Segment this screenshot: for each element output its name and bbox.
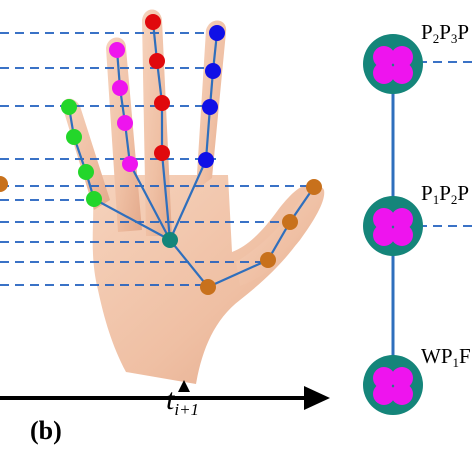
- joint-ring: [154, 95, 170, 111]
- node-label-subscript: 1: [452, 355, 460, 370]
- joint-middle: [109, 42, 125, 58]
- joint-middle: [122, 156, 138, 172]
- node-label-symbol: P: [457, 181, 470, 205]
- graph-node-label-middle: P1P2P: [421, 181, 470, 207]
- node-label-symbol: P: [439, 20, 451, 44]
- graph-node-member: [391, 224, 413, 246]
- joint-little: [198, 152, 214, 168]
- joint-ring: [154, 145, 170, 161]
- hand-index-finger: [61, 98, 110, 210]
- joint-thumb: [260, 252, 276, 268]
- graph-node-member: [391, 367, 413, 389]
- joint-thumb: [0, 176, 8, 192]
- panel-label: (b): [30, 416, 62, 445]
- graph-node-middle: [363, 196, 423, 256]
- node-label-symbol: P: [421, 181, 433, 205]
- joint-index: [61, 99, 77, 115]
- graph-node-top: [363, 34, 423, 94]
- graph-node-ring: [363, 34, 423, 94]
- graph-node-label-top: P2P3P: [421, 20, 470, 46]
- node-label-subscript: 2: [432, 31, 440, 46]
- time-axis: [0, 380, 330, 410]
- joint-middle: [117, 115, 133, 131]
- joint-ring: [145, 14, 161, 30]
- hand-joints: [0, 14, 322, 295]
- dashed-guides: [0, 32, 474, 286]
- graph-node-member: [373, 208, 395, 230]
- graph-node-ring: [363, 196, 423, 256]
- joint-little: [209, 25, 225, 41]
- joint-index: [78, 164, 94, 180]
- graph-node-label-bottom: WP1F: [421, 344, 471, 370]
- graph-node-member: [373, 383, 395, 405]
- node-label-subscript: 3: [450, 31, 458, 46]
- joint-thumb: [282, 214, 298, 230]
- joint-index: [66, 129, 82, 145]
- node-label-subscript: 1: [432, 192, 440, 207]
- hand-thumb-finger: [236, 185, 325, 286]
- graph-node-bottom: [363, 355, 423, 415]
- graph-node-member: [373, 224, 395, 246]
- graph-node-member: [373, 62, 395, 84]
- time-label-main: t: [166, 383, 175, 416]
- joint-index: [86, 191, 102, 207]
- node-label-symbol: P: [439, 181, 451, 205]
- node-label-subscript: 2: [450, 192, 458, 207]
- graph-node-ring: [363, 355, 423, 415]
- joint-wrist: [162, 232, 178, 248]
- joint-ring: [149, 53, 165, 69]
- time-label: ti+1: [166, 383, 200, 419]
- graph-node-member: [391, 62, 413, 84]
- node-label-symbol: F: [459, 344, 471, 368]
- node-label-symbol: WP: [421, 344, 453, 368]
- graph-node-member: [373, 367, 395, 389]
- time-axis-arrowhead: [304, 386, 330, 410]
- graph-node-member: [391, 383, 413, 405]
- node-label-symbol: P: [421, 20, 433, 44]
- joint-middle: [112, 80, 128, 96]
- graph-node-member: [391, 46, 413, 68]
- temporal-graph: [363, 34, 423, 415]
- joint-little: [202, 99, 218, 115]
- node-label-symbol: P: [457, 20, 470, 44]
- joint-little: [205, 63, 221, 79]
- time-label-subscript: i+1: [174, 400, 200, 419]
- time-tick-marker: [178, 380, 190, 392]
- joint-thumb: [306, 179, 322, 195]
- graph-node-member: [391, 208, 413, 230]
- graph-node-member: [373, 46, 395, 68]
- joint-thumb: [200, 279, 216, 295]
